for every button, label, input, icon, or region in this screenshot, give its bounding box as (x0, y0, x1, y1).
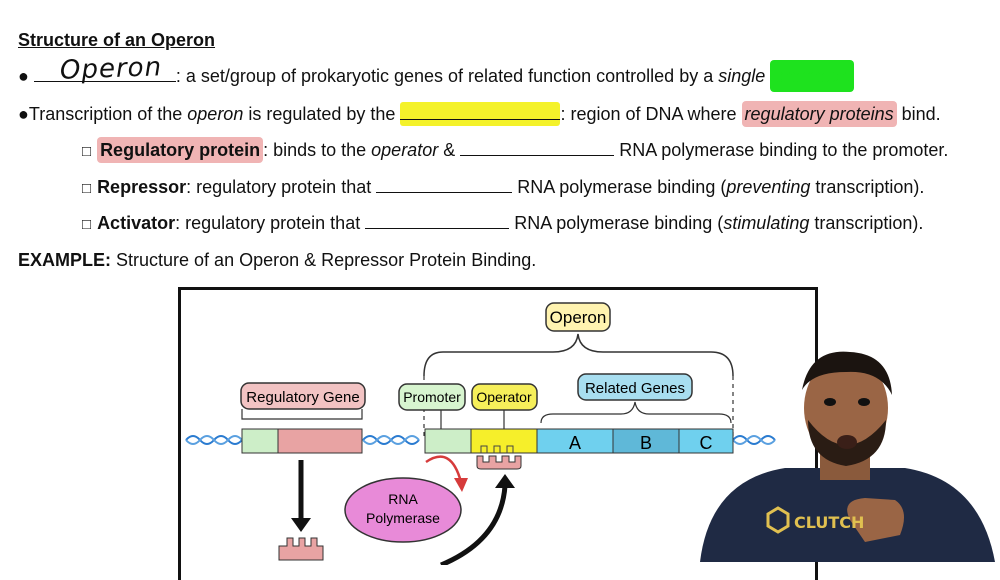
dna-helix-right (732, 435, 776, 445)
diagram-svg: Operon Regulatory Gene Promoter Operator (185, 302, 776, 565)
promoter-highlight: promoter. (770, 60, 855, 92)
promoter-label: Promoter (403, 389, 461, 405)
rna-polymerase-line1: RNA (388, 491, 418, 507)
checkbox-icon: □ (82, 180, 92, 197)
presenter-video: CLUTCH (700, 351, 995, 562)
repressor-free (278, 537, 324, 561)
gene-a-block (536, 428, 614, 454)
preventing-italic: preventing (726, 177, 811, 197)
gene-c-label: C (700, 433, 713, 453)
presenter-shirt (700, 468, 995, 562)
clutch-logo-icon (766, 506, 790, 534)
regulatory-gene-tag (240, 382, 366, 410)
answer-blank (460, 141, 615, 156)
gene-c-block (678, 428, 734, 454)
clutch-logo-text: CLUTCH (794, 513, 864, 532)
example-line: EXAMPLE: Structure of an Operon & Repres… (18, 250, 536, 271)
operator-italic: operator (371, 140, 439, 160)
promoter-block (424, 428, 472, 454)
transcription-line: ●Transcription of the operon is regulate… (18, 101, 941, 127)
presenter-hands (847, 498, 904, 542)
handwritten-answer: Operon (59, 52, 163, 86)
page-title: Structure of an Operon (18, 30, 216, 50)
example-label: EXAMPLE: (18, 250, 112, 270)
gene-b-block (612, 428, 680, 454)
regulatory-gene-label: Regulatory Gene (246, 389, 359, 406)
regulatory-protein-label: Regulatory protein (97, 137, 264, 163)
text: : binds to the (263, 140, 372, 160)
binding-arrow (440, 485, 508, 565)
text: transcription). (810, 177, 925, 197)
example-text: Structure of an Operon & Repressor Prote… (111, 250, 537, 270)
text: & (438, 140, 461, 160)
operator-label: Operator (476, 389, 532, 405)
regulatory-proteins-highlight: regulatory proteins (741, 101, 897, 127)
operon-label: Operon (550, 308, 607, 327)
checkbox-icon: □ (82, 216, 92, 233)
text: : region of DNA where (560, 104, 742, 124)
dna-helix-left (185, 435, 243, 445)
text: RNA polymerase binding ( (509, 213, 724, 233)
related-genes-label: Related Genes (585, 380, 685, 397)
gene-b-label: B (640, 433, 652, 453)
definition-text: : a set/group of prokaryotic genes of re… (175, 66, 719, 86)
regulatory-protein-line: □ Regulatory protein: binds to the operat… (82, 137, 949, 163)
presenter-beard (808, 420, 886, 466)
text: : regulatory protein that (175, 213, 366, 233)
presenter-face (804, 356, 888, 460)
presenter-hair (802, 351, 892, 395)
regulatory-gene-block (277, 428, 363, 454)
repressor-bound (476, 455, 522, 470)
checkbox-icon: □ (82, 143, 92, 160)
repressor-label: Repressor (97, 177, 187, 197)
answer-blank (365, 214, 510, 229)
activator-line: □ Activator: regulatory protein that RNA … (82, 213, 923, 234)
text: RNA polymerase binding ( (512, 177, 727, 197)
single-word: single (718, 66, 766, 86)
related-genes-tag (577, 373, 693, 401)
text: RNA polymerase binding to the promoter. (614, 140, 949, 160)
rna-polymerase (344, 477, 462, 543)
yellow-blank (400, 102, 561, 126)
stimulating-italic: stimulating (723, 213, 810, 233)
activator-label: Activator (97, 213, 176, 233)
text: ●Transcription of the (18, 104, 188, 124)
gene-a-label: A (569, 433, 581, 453)
dna-helix-mid (362, 435, 420, 445)
bullet: ● (18, 66, 29, 86)
text: transcription). (809, 213, 924, 233)
text: : regulatory protein that (186, 177, 377, 197)
text: is regulated by the (243, 104, 401, 124)
answer-blank (33, 67, 176, 82)
answer-blank (376, 178, 513, 193)
rna-polymerase-line2: Polymerase (366, 510, 440, 526)
blocked-arrow (425, 455, 463, 483)
promoter-tag (398, 383, 466, 411)
regulatory-gene-promoter-block (241, 428, 279, 454)
operon-italic: operon (187, 104, 244, 124)
repressor-line: □ Repressor: regulatory protein that RNA … (82, 177, 924, 198)
operon-tag (545, 302, 611, 332)
operon-definition: ● : a set/group of prokaryotic genes of … (18, 60, 855, 92)
text: bind. (896, 104, 941, 124)
